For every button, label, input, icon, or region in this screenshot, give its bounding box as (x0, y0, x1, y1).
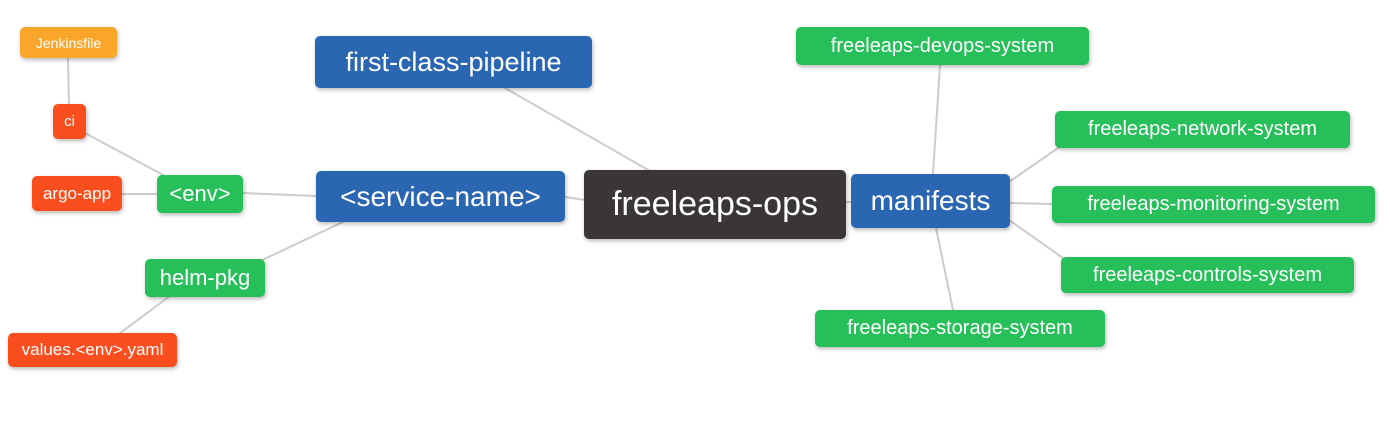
connector-helm-pkg-values (119, 295, 171, 334)
node-freeleaps-devops-system-label: freeleaps-devops-system (830, 34, 1055, 57)
connector-manifests-monitoring (1008, 202, 1053, 205)
node-freeleaps-controls-system[interactable]: freeleaps-controls-system (1061, 257, 1354, 293)
node-argo-app[interactable]: argo-app (32, 176, 122, 211)
connector-manifests-network (1008, 147, 1059, 183)
connector-manifests-controls (1008, 219, 1064, 259)
node-env-label: <env> (169, 181, 231, 206)
connector-manifests-storage (935, 227, 954, 311)
node-freeleaps-storage-system[interactable]: freeleaps-storage-system (815, 310, 1105, 347)
node-env[interactable]: <env> (157, 175, 243, 213)
node-freeleaps-controls-system-label: freeleaps-controls-system (1093, 263, 1322, 286)
node-manifests-label: manifests (870, 185, 991, 216)
node-values-env-yaml-label: values.<env>.yaml (21, 340, 164, 359)
node-argo-app-label: argo-app (42, 183, 112, 203)
node-jenkinsfile-label: Jenkinsfile (35, 34, 102, 51)
node-values-env-yaml[interactable]: values.<env>.yaml (8, 333, 177, 367)
node-service-name[interactable]: <service-name> (316, 171, 565, 222)
node-helm-pkg-label: helm-pkg (159, 265, 251, 290)
node-first-class-pipeline-label: first-class-pipeline (345, 46, 562, 77)
node-freeleaps-ops-label: freeleaps-ops (611, 185, 818, 223)
node-freeleaps-network-system-label: freeleaps-network-system (1088, 118, 1317, 140)
connector-jenkinsfile-ci (67, 57, 70, 105)
connector-manifests-devops (932, 64, 941, 175)
node-manifests[interactable]: manifests (851, 174, 1010, 228)
node-jenkinsfile[interactable]: Jenkinsfile (20, 27, 117, 58)
node-ci[interactable]: ci (53, 104, 86, 139)
connector-ci-env (84, 132, 166, 177)
node-ci-label: ci (64, 113, 75, 130)
node-freeleaps-storage-system-label: freeleaps-storage-system (847, 317, 1073, 339)
connector-pipeline-root (504, 87, 651, 172)
connector-service-name-root (564, 196, 586, 201)
node-first-class-pipeline[interactable]: first-class-pipeline (315, 36, 592, 88)
node-service-name-label: <service-name> (340, 180, 541, 212)
node-freeleaps-monitoring-system-label: freeleaps-monitoring-system (1087, 193, 1340, 215)
node-freeleaps-network-system[interactable]: freeleaps-network-system (1055, 111, 1350, 148)
node-freeleaps-devops-system[interactable]: freeleaps-devops-system (796, 27, 1089, 65)
connector-service-name-helm-pkg (257, 220, 346, 263)
connector-env-service-name (242, 192, 317, 197)
node-freeleaps-monitoring-system[interactable]: freeleaps-monitoring-system (1052, 186, 1375, 223)
node-helm-pkg[interactable]: helm-pkg (145, 259, 265, 297)
node-freeleaps-ops-root[interactable]: freeleaps-ops (584, 170, 846, 239)
